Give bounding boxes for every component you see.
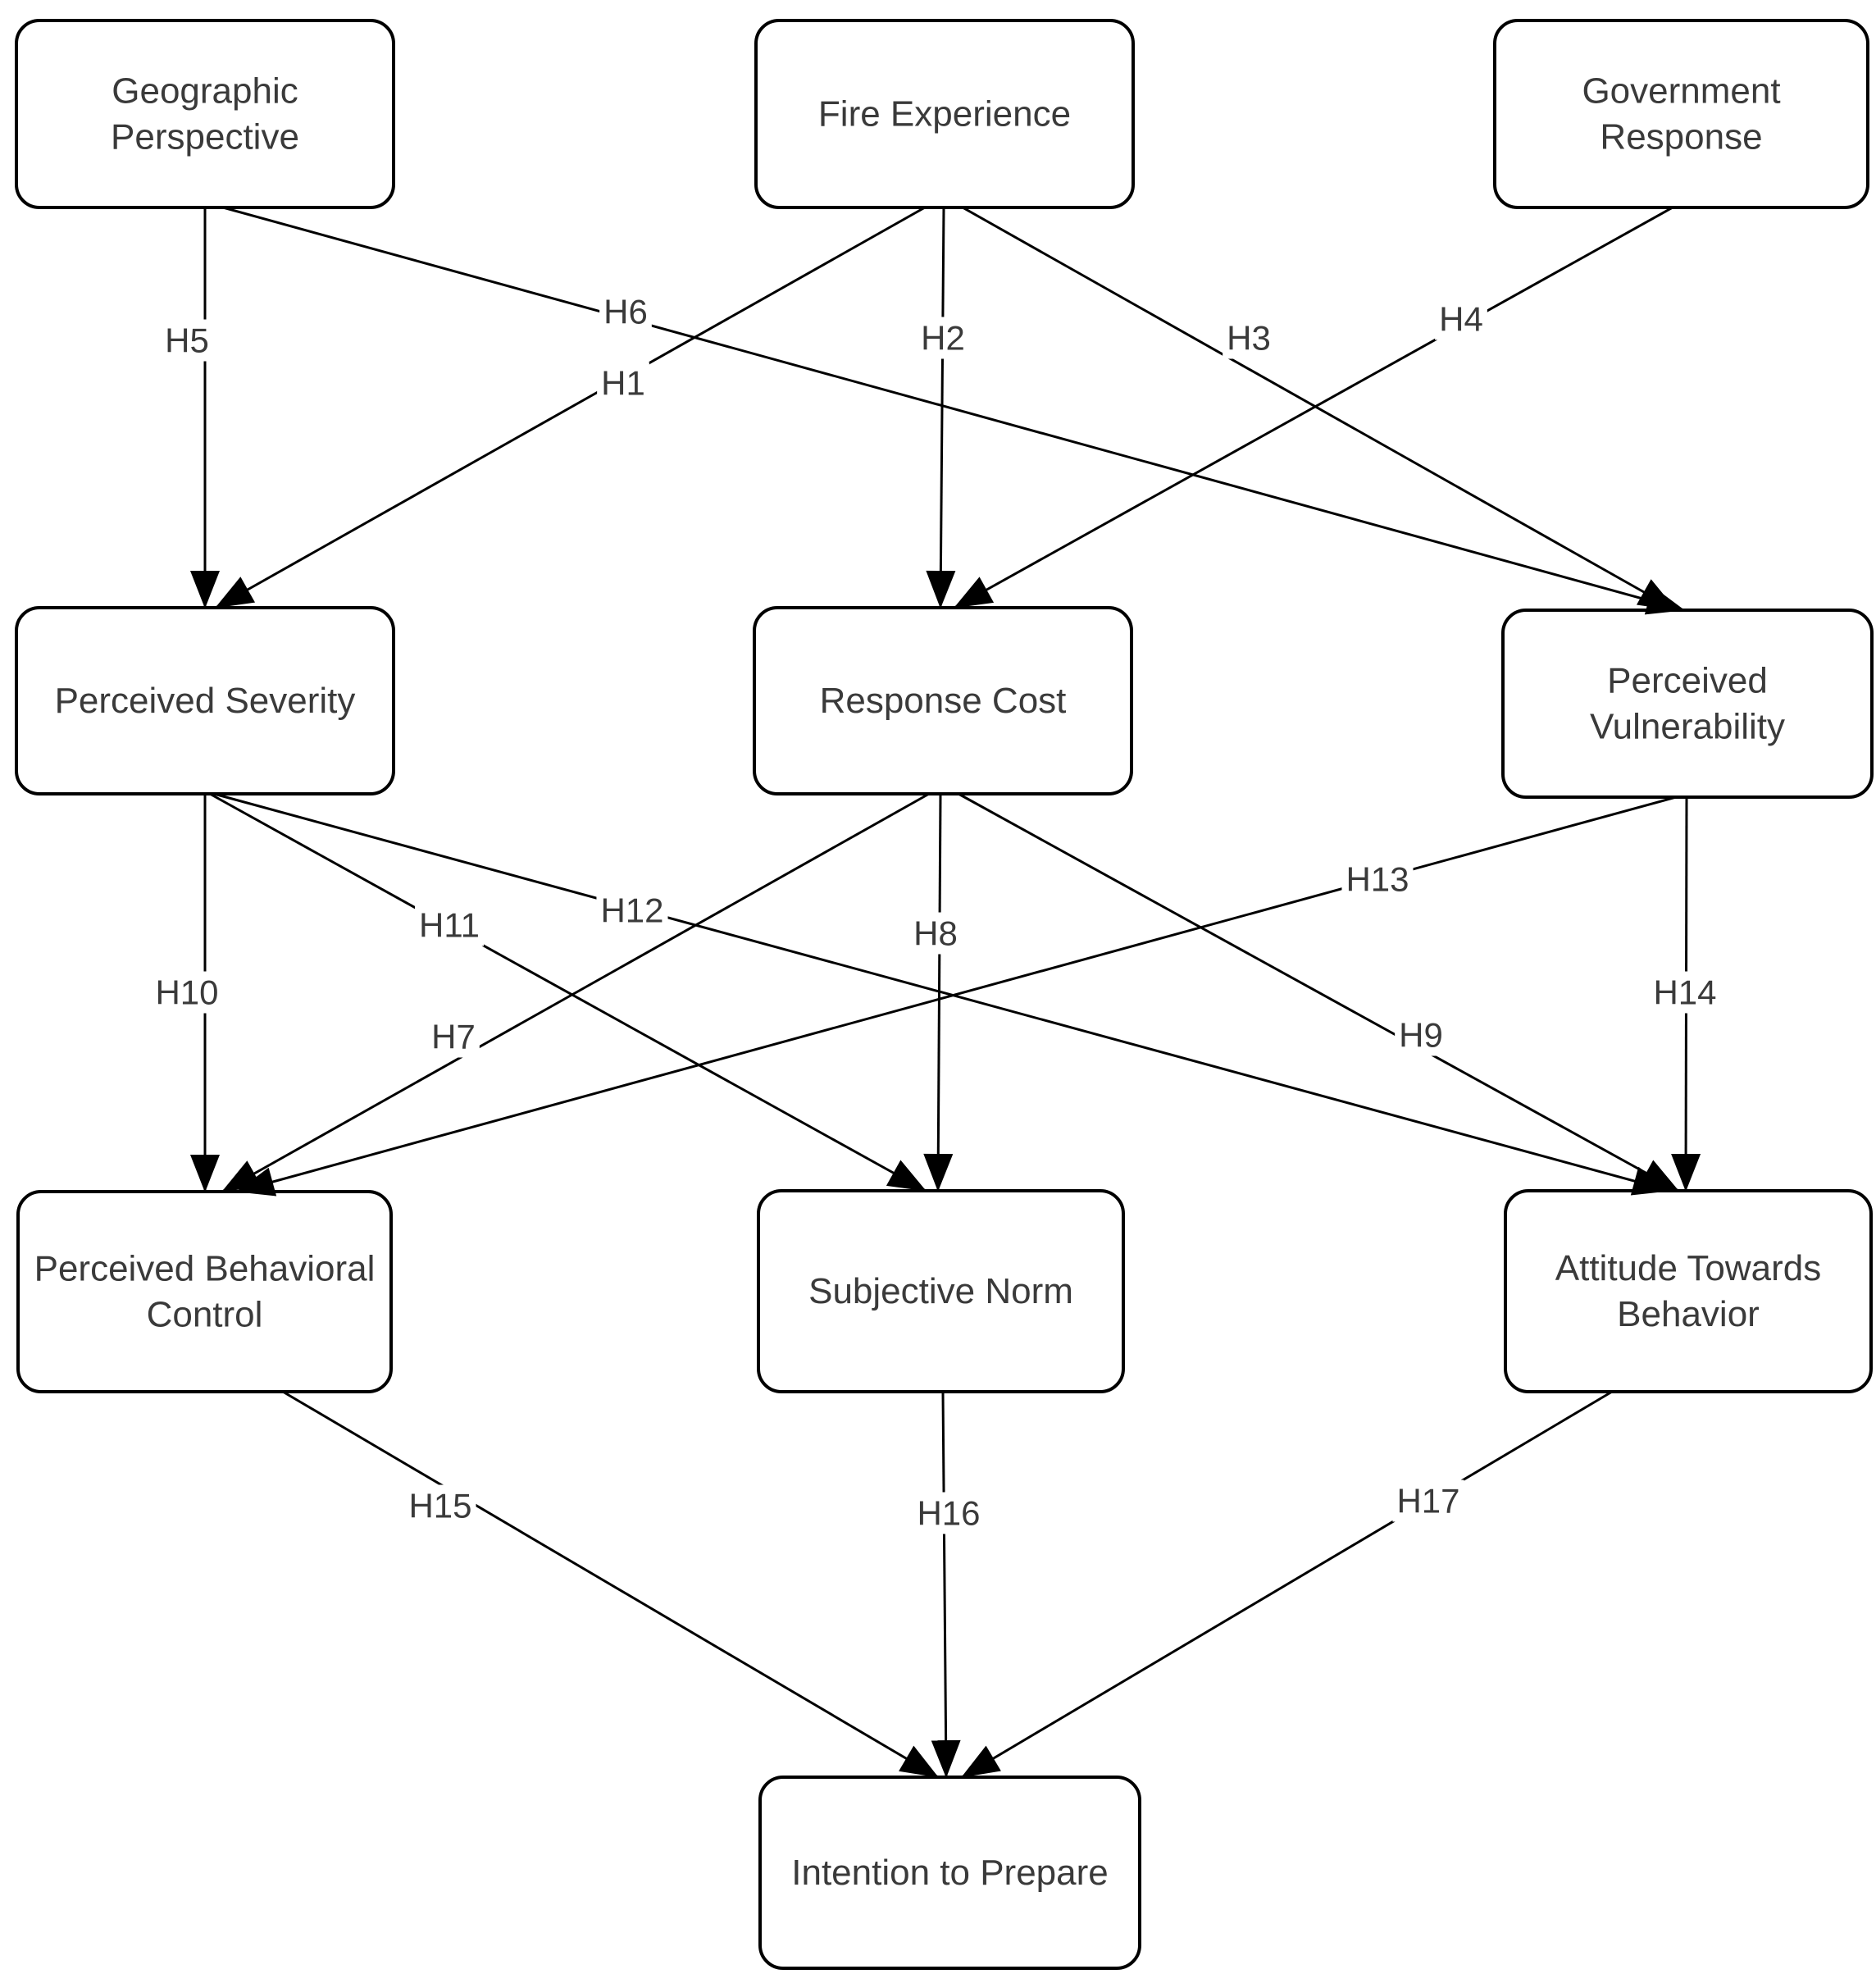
edge-H5: H5 [161,207,220,609]
edge-H13-label: H13 [1346,860,1409,899]
edge-H10-label: H10 [155,973,218,1012]
edge-H2-label: H2 [921,319,965,358]
edge-H3-label-bg [1223,317,1275,359]
edge-H10: H10 [151,794,223,1192]
edge-H17: H17 [961,1390,1613,1779]
node-perceived-vulnerability-box [1501,609,1874,799]
edge-H12-label-bg [596,889,668,932]
edge-H9-label-bg [1395,1014,1447,1056]
node-perceived-behavioral-control-box [16,1190,393,1393]
node-perceived-severity: Perceived Severity [15,606,395,795]
node-fire-experience: Fire Experience [754,19,1135,209]
edge-H15-line [282,1390,939,1779]
edge-H4: H4 [954,206,1673,609]
edge-H9: H9 [958,792,1679,1192]
node-intention-to-prepare: Intention to Prepare [758,1776,1141,1970]
edge-H14: H14 [1649,796,1721,1192]
edge-H11-label: H11 [419,906,480,945]
edge-H13-line [236,795,1677,1197]
edge-H16-label-bg [913,1492,985,1534]
node-response-cost: Response Cost [753,606,1133,795]
edge-H13: H13 [236,795,1677,1197]
edge-H6-line [222,206,1685,615]
edge-H4-line [954,206,1673,609]
node-subjective-norm: Subjective Norm [757,1189,1125,1393]
edge-H11: H11 [209,792,927,1192]
edge-H3: H3 [962,206,1677,612]
node-intention-to-prepare-label: Intention to Prepare [791,1853,1108,1893]
edge-H11-label-bg [415,904,484,946]
edge-H16-label: H16 [917,1494,980,1533]
node-subjective-norm-label: Subjective Norm [808,1271,1073,1311]
edge-H4-label-bg [1435,298,1487,340]
edge-H14-label: H14 [1653,973,1716,1012]
edge-H7-label-bg [427,1015,480,1058]
edge-H1-line [215,206,926,609]
edge-H15-label: H15 [408,1487,471,1525]
edge-H8-label-bg [909,912,962,955]
edge-H17-label-bg [1392,1479,1464,1522]
edge-H1: H1 [215,206,926,609]
edge-H3-line [962,206,1677,612]
edge-H3-label: H3 [1227,319,1271,358]
edge-H1-label: H1 [601,364,645,403]
edge-H12: H12 [213,792,1671,1196]
edge-H17-label: H17 [1396,1482,1459,1520]
node-government-response-box [1493,19,1869,209]
edge-H11-line [209,792,927,1192]
edge-H12-label: H12 [600,891,663,930]
edge-H16-line [931,1391,961,1778]
edge-H6-label: H6 [603,293,648,331]
edge-H5-label-bg [161,319,213,362]
node-geographic-perspective-box [15,19,395,209]
edge-H7-line [221,792,930,1193]
node-fire-experience-box [754,19,1135,209]
node-fire-experience-label: Fire Experience [818,94,1071,134]
edge-H8: H8 [909,793,962,1192]
edge-H9-label: H9 [1399,1016,1443,1055]
edge-H13-label-bg [1341,858,1414,900]
edge-H1-label-bg [597,362,649,404]
edge-H8-label: H8 [913,914,958,953]
edge-H17-line [961,1390,1613,1779]
edge-H2-label-bg [917,317,969,359]
edge-H9-line [958,792,1679,1192]
node-attitude-towards-behavior-box [1504,1189,1873,1393]
node-response-cost-label: Response Cost [820,681,1067,721]
edge-H7-label: H7 [431,1018,476,1056]
node-perceived-severity-label: Perceived Severity [55,681,356,721]
edge-H2: H2 [917,207,969,609]
edge-H15-label-bg [404,1484,476,1527]
edge-H15: H15 [282,1390,939,1779]
edge-H14-label-bg [1649,971,1721,1014]
edge-H7: H7 [221,792,930,1193]
edge-H4-label: H4 [1439,300,1483,339]
edge-H6-label-bg [599,290,652,333]
edge-H2-line [926,207,956,609]
edge-H10-label-bg [151,971,223,1014]
edge-H16: H16 [913,1391,985,1778]
edge-H12-line [213,792,1671,1196]
edge-H6: H6 [222,206,1685,615]
edge-H5-label: H5 [165,321,209,360]
